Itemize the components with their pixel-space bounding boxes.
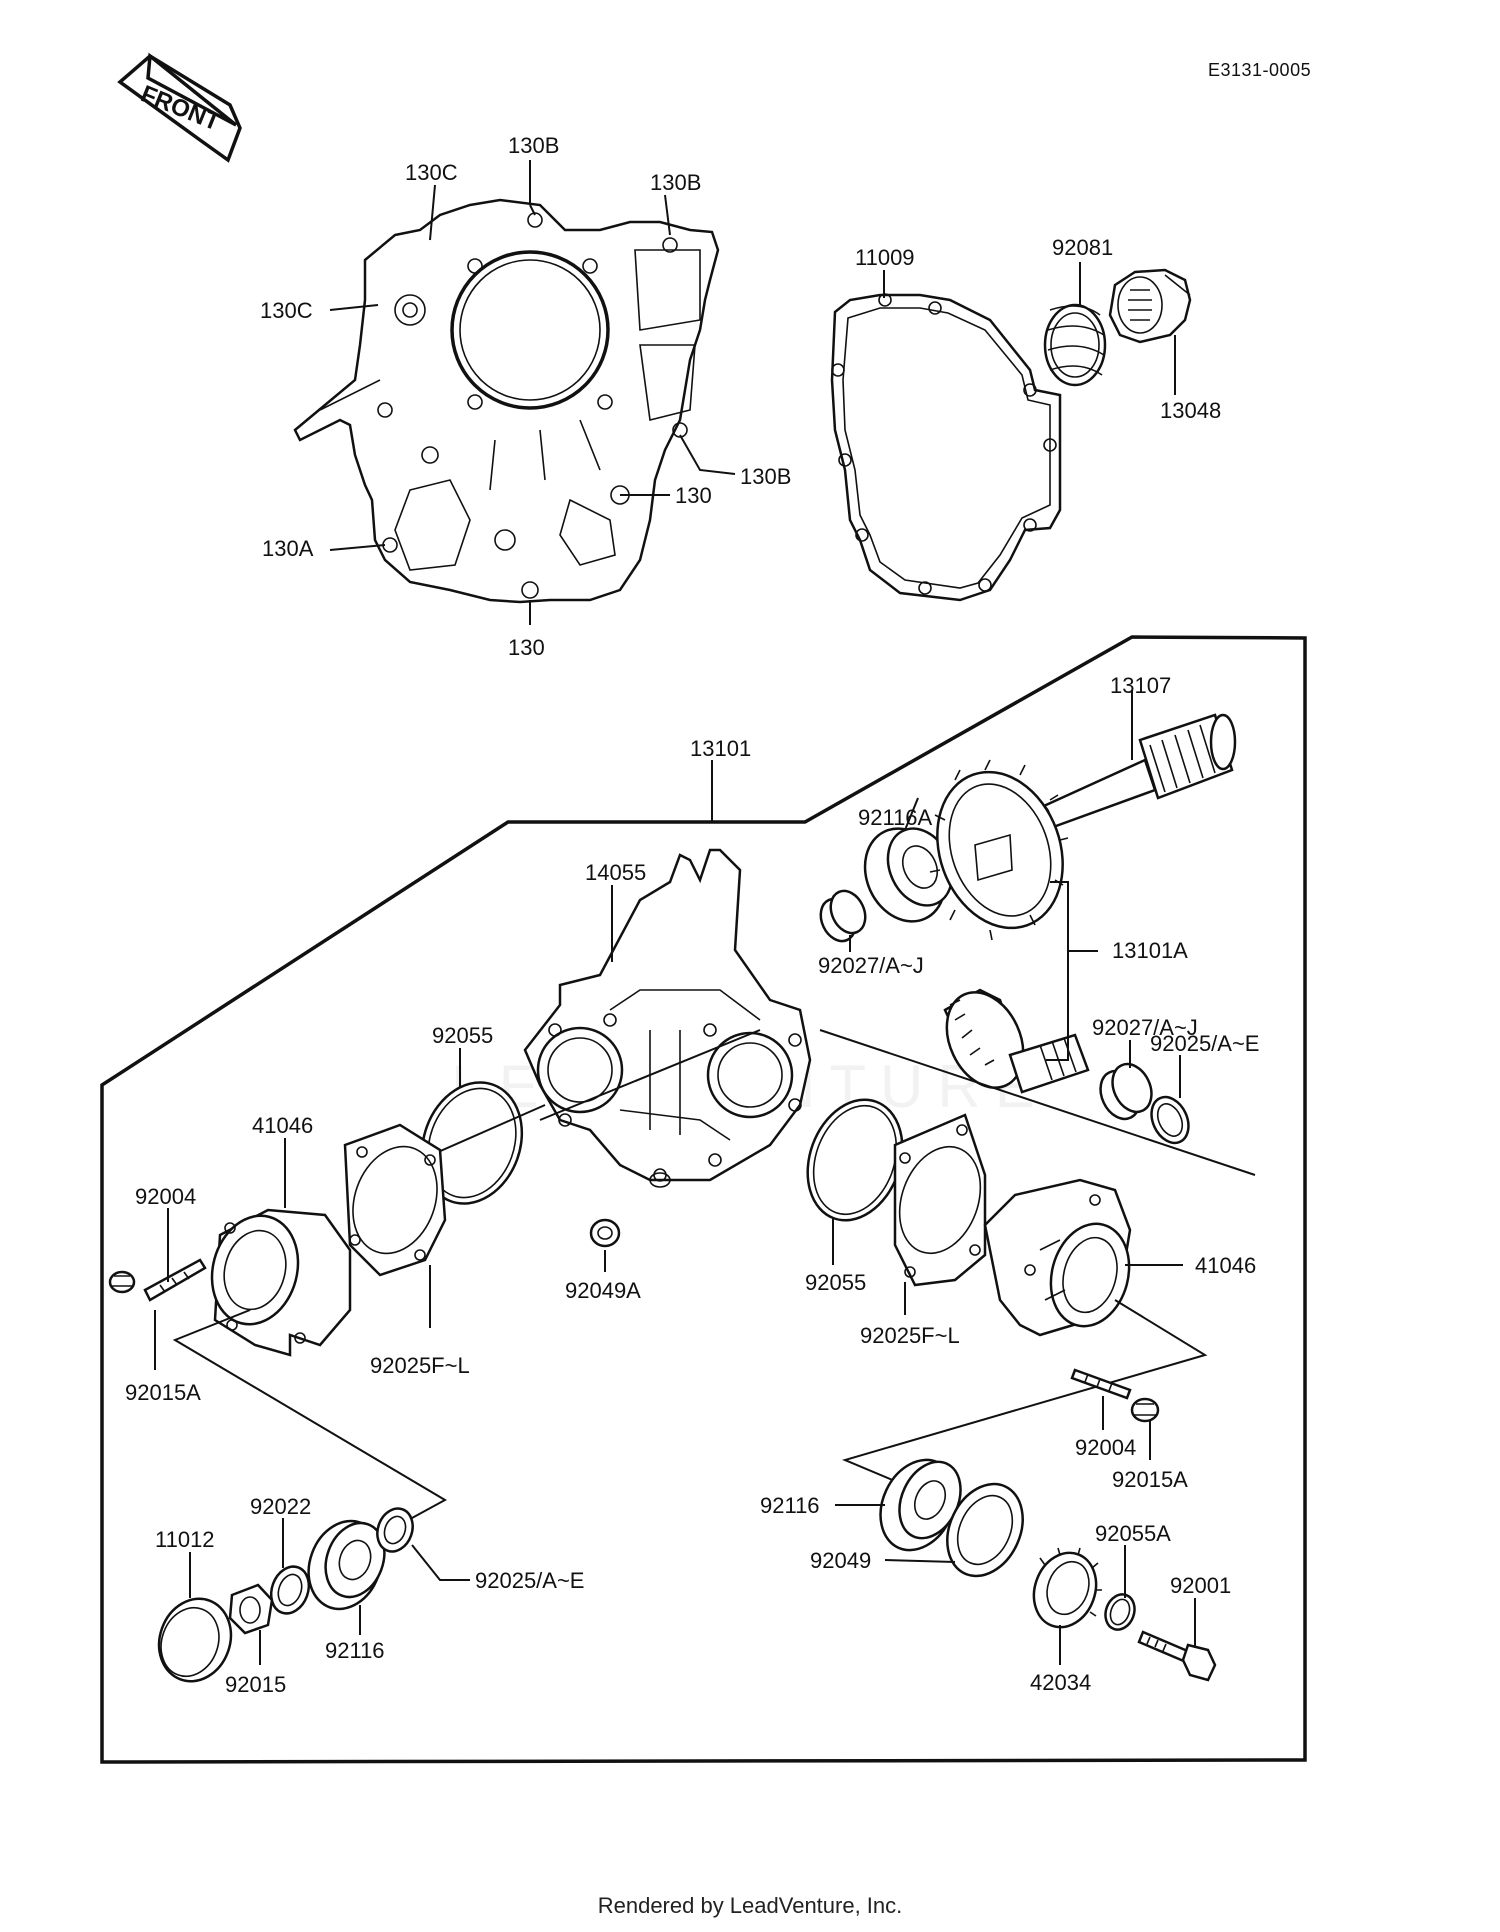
label-130B-top: 130B (508, 133, 559, 158)
front-arrow-label: FRONT (137, 80, 224, 136)
housing-41046-right (983, 1178, 1132, 1337)
gear-case-14055 (523, 848, 812, 1188)
label-92022: 92022 (250, 1494, 311, 1519)
gasket-92025FL-left (343, 1123, 447, 1277)
assembly-line-center (539, 1029, 761, 1121)
bearing-92116A (863, 827, 954, 923)
label-92027-a: 92027/A~J (818, 953, 924, 978)
leader-92116A (904, 797, 919, 831)
label-92116-right: 92116 (760, 1493, 820, 1518)
label-41046-left: 41046 (252, 1113, 313, 1138)
nut-92015 (228, 1583, 274, 1635)
label-92004-left: 92004 (135, 1184, 196, 1209)
front-arrow-icon: FRONT (117, 52, 242, 163)
label-13101: 13101 (690, 736, 751, 761)
label-92055-right: 92055 (805, 1270, 866, 1295)
cap-11012 (157, 1597, 233, 1683)
label-130A: 130A (262, 536, 314, 561)
label-92004-right: 92004 (1075, 1435, 1136, 1460)
crankcase-leader-lines (329, 160, 736, 625)
label-92049A: 92049A (565, 1278, 641, 1303)
sleeve-92027-upper (819, 889, 867, 943)
label-130B-lower: 130B (740, 464, 791, 489)
label-11009: 11009 (855, 245, 915, 270)
gear-42034 (1032, 1547, 1102, 1629)
label-130C-top: 130C (405, 160, 458, 185)
label-13107: 13107 (1110, 673, 1171, 698)
diagram-code: E3131-0005 (1208, 60, 1312, 80)
gasket-92025FL-right (893, 1113, 987, 1287)
label-92015A-left: 92015A (125, 1380, 201, 1405)
cover-gasket (830, 293, 1062, 602)
label-92049: 92049 (810, 1548, 871, 1573)
label-130-bottom: 130 (508, 635, 545, 660)
o-ring-92055-left (420, 1081, 524, 1205)
label-92116-left: 92116 (325, 1638, 385, 1663)
label-92116A: 92116A (858, 805, 933, 830)
bearing-92116-left (307, 1519, 386, 1611)
label-92027-b: 92027/A~J (1092, 1015, 1198, 1040)
label-92001: 92001 (1170, 1573, 1231, 1598)
pinion-gear (943, 988, 1090, 1094)
label-13048: 13048 (1160, 398, 1221, 423)
leader-13101A (1046, 881, 1098, 1061)
label-130B-right: 130B (650, 170, 701, 195)
label-92015: 92015 (225, 1672, 286, 1697)
cam-13048 (1108, 268, 1192, 344)
assembly-line-lower-left (172, 1309, 448, 1531)
sprocket-gear (929, 759, 1069, 941)
crankcase-gasket (293, 198, 720, 604)
label-41046-right: 41046 (1195, 1253, 1256, 1278)
part-labels: 130B 130C 130B 130C 130B 130 130A 130 11… (125, 133, 1259, 1697)
leader-92049 (884, 1559, 956, 1563)
footer-credit: Rendered by LeadVenture, Inc. (597, 1893, 903, 1918)
label-11012: 11012 (155, 1527, 215, 1552)
stud-92004-right (1070, 1368, 1132, 1400)
leader-92025AE-left (411, 1544, 470, 1581)
label-92055-left: 92055 (432, 1023, 493, 1048)
washer-92022 (269, 1565, 311, 1615)
label-92025FL-left: 92025F~L (370, 1353, 470, 1378)
assembly-frame (100, 635, 1307, 1764)
stud-92004-left (143, 1258, 207, 1302)
sleeve-92027-lower (1099, 1062, 1153, 1121)
nut-92015A-left (108, 1270, 136, 1294)
bushing-92049A (589, 1218, 621, 1248)
label-92081: 92081 (1052, 235, 1113, 260)
label-14055: 14055 (585, 860, 646, 885)
label-130-right: 130 (675, 483, 712, 508)
label-13101A: 13101A (1112, 938, 1188, 963)
o-ring-92055A (1104, 1593, 1136, 1631)
assembly-line-right (819, 1029, 1256, 1176)
bolt-92001 (1137, 1630, 1217, 1682)
shim-92025-left (376, 1507, 414, 1553)
label-92025AE-right: 92025/A~E (1150, 1031, 1259, 1056)
label-92025AE-left: 92025/A~E (475, 1568, 584, 1593)
bearing-92116-right (879, 1458, 962, 1552)
label-92015A-right: 92015A (1112, 1467, 1188, 1492)
nut-92015A-right (1130, 1397, 1160, 1423)
spring-92081 (1043, 303, 1107, 387)
seal-92049 (946, 1482, 1024, 1578)
label-92055A: 92055A (1095, 1521, 1171, 1546)
shim-92025-right (1150, 1095, 1190, 1145)
housing-41046-left (210, 1208, 352, 1357)
label-42034: 42034 (1030, 1670, 1091, 1695)
label-130C-left: 130C (260, 298, 313, 323)
label-92025FL-right: 92025F~L (860, 1323, 960, 1348)
